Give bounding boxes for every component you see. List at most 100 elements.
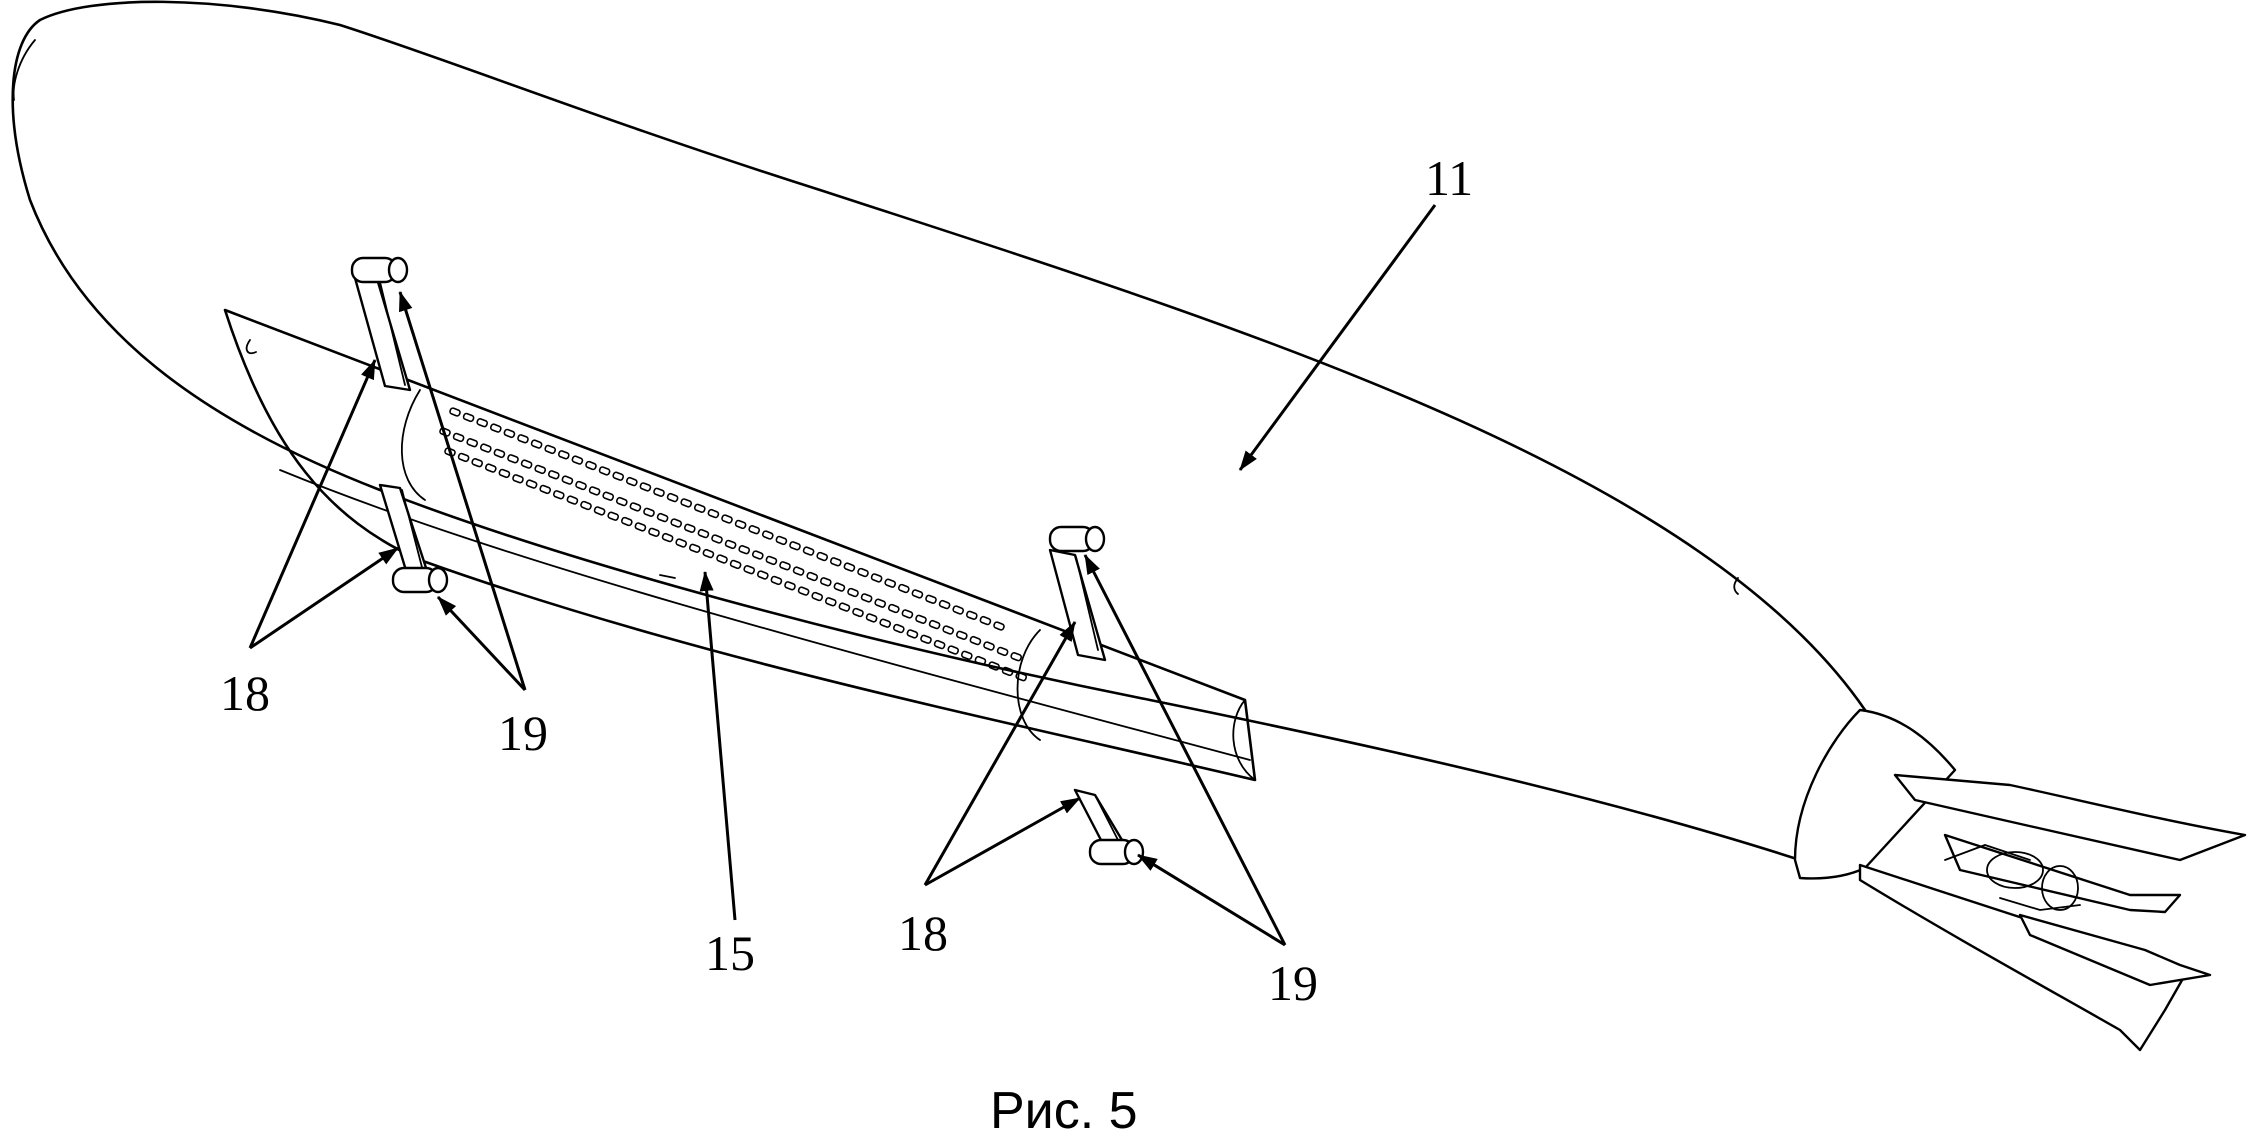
- gondola-window: [806, 571, 819, 582]
- gondola-window: [974, 655, 987, 666]
- gondola-window: [993, 621, 1005, 631]
- gondola-window: [534, 464, 547, 475]
- right-upper-pylon: [1048, 548, 1107, 662]
- gondola-window: [580, 500, 592, 511]
- gondola-window: [517, 434, 529, 444]
- gondola-window: [802, 546, 815, 556]
- gondola-window: [789, 541, 801, 551]
- left-lower-engine: [391, 566, 449, 594]
- leader-pylon-left-b: [249, 546, 399, 650]
- gondola-window: [561, 475, 574, 485]
- gondola-window: [784, 581, 796, 591]
- gondola-window: [897, 583, 910, 594]
- leader-pylon-left-a: [248, 359, 377, 649]
- gondola-window: [879, 618, 892, 628]
- gondola-window: [498, 468, 511, 479]
- leader-gondola: [699, 571, 737, 921]
- gondola-window: [979, 615, 992, 626]
- gondola-window: [666, 492, 679, 503]
- gondola-window: [566, 495, 579, 505]
- gondola-window: [634, 522, 647, 532]
- gondola-window: [765, 555, 778, 566]
- label-engine-right: 19: [1268, 955, 1318, 1011]
- gondola-window: [452, 432, 465, 443]
- gondola-window: [602, 491, 615, 501]
- gondola-window: [738, 545, 751, 555]
- gondola-window: [734, 519, 747, 530]
- gondola-window: [661, 532, 674, 543]
- label-gondola: 15: [705, 925, 755, 981]
- gondola-window: [884, 578, 897, 588]
- leader-engine-right-a: [1083, 554, 1287, 946]
- gondola-window: [457, 452, 470, 463]
- gondola-window: [829, 557, 842, 567]
- gondola-window: [779, 561, 791, 571]
- gondola-window: [833, 582, 846, 592]
- leader-pylon-right-a: [923, 621, 1077, 886]
- left-upper-engine: [350, 256, 409, 284]
- gondola-window: [707, 508, 720, 519]
- gondola-window: [892, 623, 905, 634]
- gondola-window: [620, 516, 633, 527]
- leader-hull: [1238, 204, 1437, 471]
- gondola-window: [792, 566, 805, 576]
- gondola-window: [947, 645, 960, 655]
- gondola-window: [648, 527, 660, 537]
- airship-hull: [11, 0, 1886, 872]
- gondola-window: [484, 463, 497, 473]
- gondola-window: [1010, 652, 1023, 662]
- gondola-window: [960, 650, 973, 660]
- gondola-window: [525, 479, 538, 489]
- label-pylon-right: 18: [898, 905, 948, 961]
- gondola-window: [639, 482, 652, 492]
- gondola-window: [965, 610, 978, 620]
- gondola-window: [938, 599, 951, 610]
- gondola-window: [729, 559, 742, 570]
- gondola-window: [870, 573, 883, 583]
- gondola-window: [811, 591, 824, 602]
- gondola-window: [557, 450, 570, 460]
- figure-caption: Рис. 5: [990, 1082, 1138, 1133]
- tail-assembly: [1793, 708, 2247, 1052]
- leader-lines: [248, 204, 1437, 947]
- gondola-window: [847, 587, 859, 598]
- leader-engine-left-a: [398, 291, 527, 691]
- gondola-window: [552, 490, 565, 500]
- gondola-window: [724, 539, 737, 550]
- gondola-window: [933, 639, 946, 650]
- gondola-window: [1001, 666, 1014, 677]
- gondola-window: [693, 503, 706, 513]
- right-upper-engine: [1048, 525, 1106, 553]
- gondola-window: [816, 551, 829, 562]
- gondola-window: [697, 528, 710, 539]
- gondola-window: [711, 534, 723, 544]
- gondola-window: [797, 586, 810, 596]
- gondola-window: [751, 550, 764, 560]
- gondola-window: [625, 476, 638, 487]
- gondola-window: [996, 646, 1009, 657]
- gondola-windows: [439, 407, 1028, 682]
- gondola-window: [585, 460, 597, 471]
- right-lower-pylon: [1073, 788, 1127, 847]
- gondola-window: [530, 439, 543, 449]
- gondola-window: [479, 443, 492, 453]
- gondola-window: [653, 487, 665, 497]
- gondola-window: [462, 412, 475, 423]
- gondola-window: [860, 593, 873, 603]
- right-lower-engine: [1088, 838, 1145, 866]
- gondola-window: [874, 598, 887, 608]
- gondola-window: [824, 597, 837, 607]
- label-hull: 11: [1425, 150, 1473, 206]
- gondola-window: [865, 613, 878, 623]
- gondola-window: [471, 458, 484, 468]
- gondola-window: [571, 455, 584, 465]
- gondola-window: [770, 575, 783, 586]
- gondola-window: [466, 438, 479, 448]
- gondola-window: [476, 418, 489, 428]
- gondola-window: [489, 423, 502, 433]
- gondola-window: [444, 447, 456, 457]
- gondola-window: [887, 603, 900, 614]
- leader-engine-right-b: [1137, 853, 1286, 947]
- gondola-window: [615, 496, 628, 507]
